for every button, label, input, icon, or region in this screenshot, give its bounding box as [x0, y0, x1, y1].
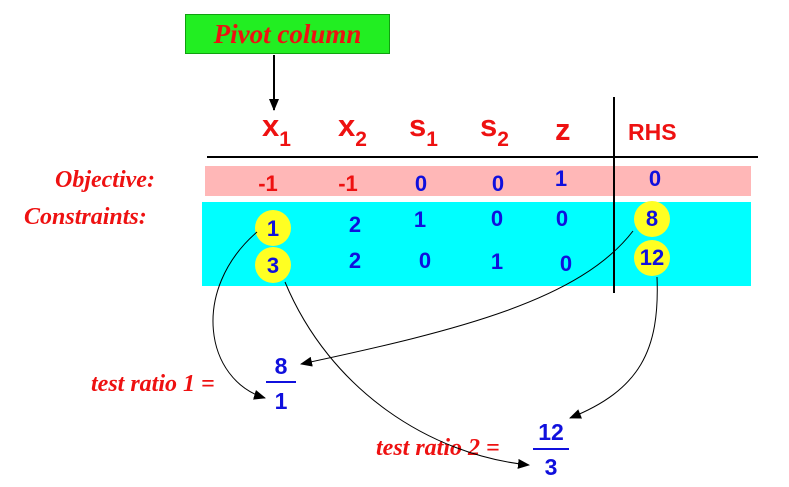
objective-cell-s2: 0: [491, 171, 505, 196]
header-s2-sub: 2: [497, 128, 509, 151]
pivot-element-highlight-1: [255, 210, 291, 246]
constraint2-cell-rhs: 12: [639, 245, 665, 270]
header-x1-var: x: [262, 108, 280, 143]
constraint2-cell-x2: 2: [348, 248, 362, 273]
test-ratio-1-denominator: 1: [274, 388, 288, 414]
header-x2-var: x: [338, 108, 356, 143]
header-s1-var: s: [409, 108, 427, 143]
pivot-column-label: Pivot column: [213, 18, 362, 49]
header-x2-sub: 2: [355, 128, 367, 151]
constraint2-cell-x1: 3: [266, 253, 280, 278]
pivot-column-box: Pivot column: [185, 14, 390, 54]
test-ratio-2-fraction-bar: [533, 448, 569, 450]
constraint1-cell-x1: 1: [266, 216, 280, 241]
constraints-label: Constraints:: [24, 204, 147, 230]
constraint1-cell-rhs: 8: [645, 206, 659, 231]
header-x1: x1: [262, 108, 291, 150]
constraint2-cell-s2: 1: [490, 249, 504, 274]
objective-cell-x1: -1: [258, 171, 278, 196]
objective-cell-s1: 0: [414, 171, 428, 196]
test-ratio-1-fraction-bar: [266, 381, 296, 383]
arrow-numerator-1: [300, 230, 634, 367]
header-s1-sub: 1: [426, 128, 438, 151]
objective-cell-x2: -1: [338, 171, 358, 196]
test-ratio-2-denominator: 3: [544, 454, 558, 480]
header-s2: s2: [480, 108, 509, 150]
constraint2-cell-z: 0: [559, 251, 573, 276]
constraint1-cell-x2: 2: [348, 212, 362, 237]
constraint1-cell-z: 0: [555, 206, 569, 231]
header-rhs: RHS: [628, 119, 677, 145]
rhs-highlight-2: [634, 240, 670, 276]
constraint2-cell-s1: 0: [418, 248, 432, 273]
header-rule: [207, 156, 758, 158]
rhs-divider: [613, 97, 615, 293]
header-x2: x2: [338, 108, 367, 150]
arrow-denominator-2: [284, 281, 530, 469]
header-s1: s1: [409, 108, 438, 150]
objective-cell-z: 1: [554, 166, 568, 191]
pivot-element-highlight-2: [255, 247, 291, 283]
header-x1-sub: 1: [279, 128, 291, 151]
objective-label: Objective:: [55, 167, 155, 193]
arrow-denominator-1: [212, 231, 266, 400]
arrow-numerator-2: [569, 276, 658, 419]
constraint1-cell-s2: 0: [490, 206, 504, 231]
header-z: z: [555, 112, 571, 147]
constraint1-cell-s1: 1: [413, 207, 427, 232]
test-ratio-2-numerator: 12: [538, 419, 564, 445]
test-ratio-1-numerator: 8: [274, 353, 288, 379]
header-s2-var: s: [480, 108, 498, 143]
objective-cell-rhs: 0: [648, 166, 662, 191]
objective-row-band: [205, 166, 751, 196]
test-ratio-1-label: test ratio 1 =: [91, 371, 215, 397]
rhs-highlight-1: [634, 201, 670, 237]
